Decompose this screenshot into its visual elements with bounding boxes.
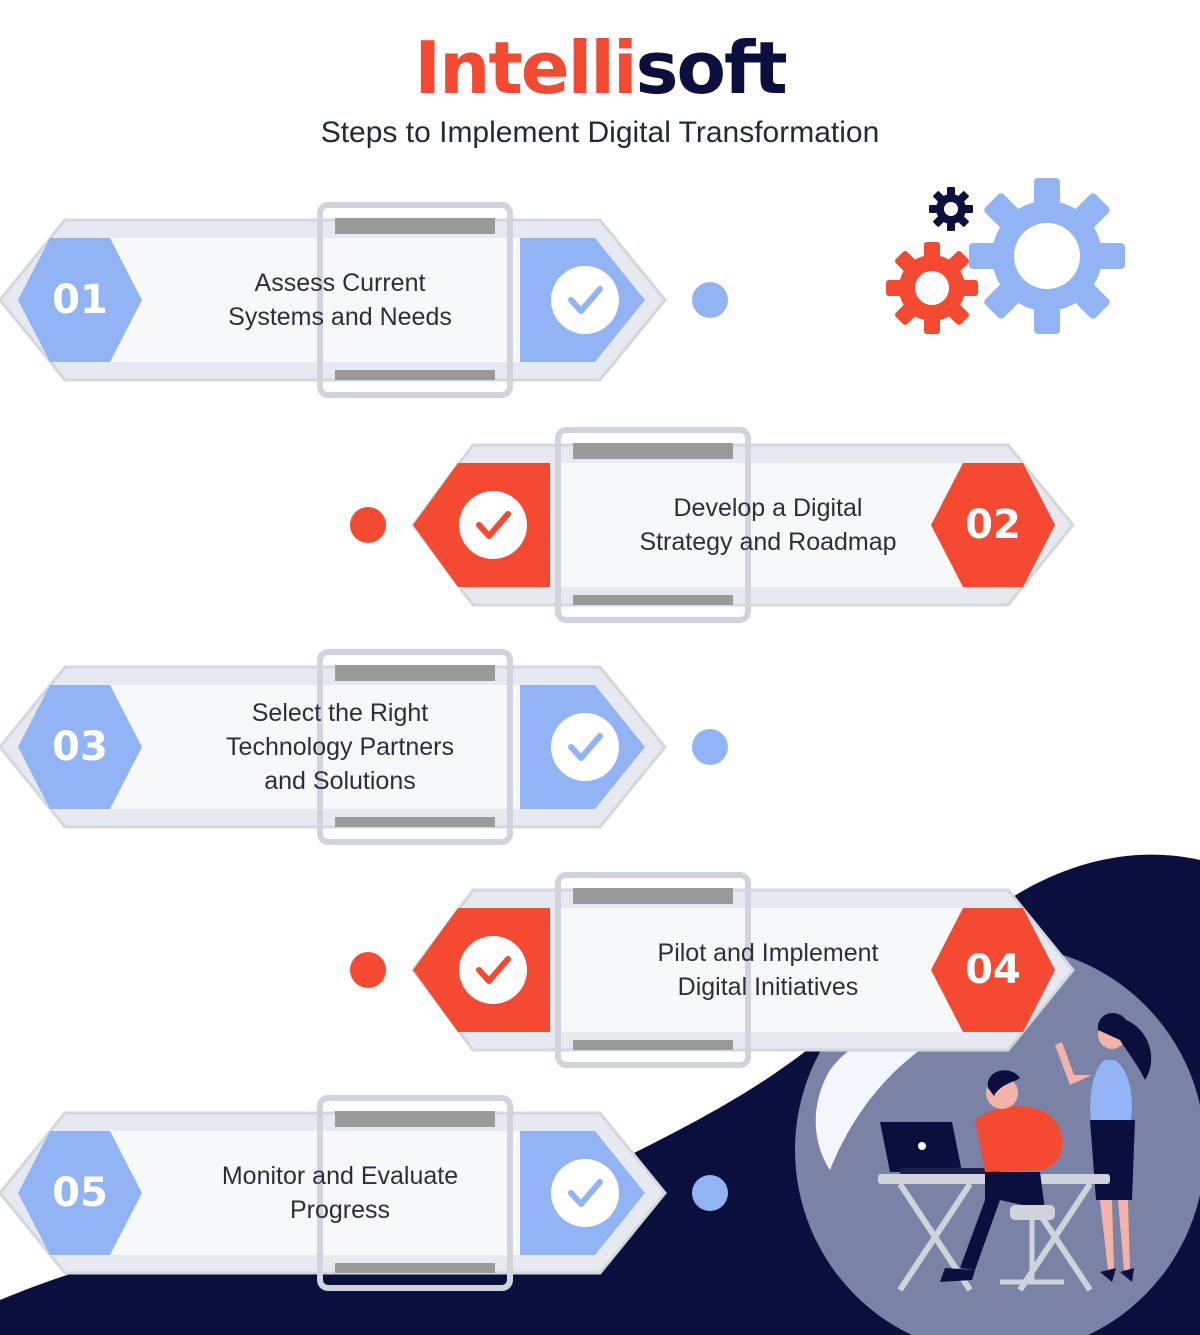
checkmark-icon bbox=[459, 936, 527, 1004]
checkmark-icon bbox=[551, 713, 619, 781]
step-number: 05 bbox=[52, 1170, 108, 1216]
step-label-line: and Solutions bbox=[264, 767, 416, 795]
step-label-line: Assess Current bbox=[254, 269, 426, 297]
step-number-badge-2 bbox=[931, 463, 1055, 587]
step-label-line: Digital Initiatives bbox=[677, 973, 859, 1001]
connector-dot bbox=[350, 952, 386, 988]
step-label-line: Develop a Digital bbox=[673, 494, 863, 522]
step-number: 03 bbox=[52, 724, 108, 770]
checkmark-icon bbox=[551, 1159, 619, 1227]
logo-part-intelli: Intelli bbox=[414, 26, 637, 110]
step-number-badge-5 bbox=[18, 1131, 142, 1255]
step-card-1 bbox=[0, 202, 728, 398]
step-number-badge-3 bbox=[18, 685, 142, 809]
connector-dot bbox=[692, 1175, 728, 1211]
step-card-4 bbox=[350, 872, 1075, 1068]
gear-icon bbox=[886, 242, 978, 334]
step-number-badge-1 bbox=[18, 238, 142, 362]
checkmark-icon bbox=[459, 491, 527, 559]
step-label-line: Systems and Needs bbox=[228, 303, 452, 331]
step-card-5 bbox=[0, 1095, 728, 1291]
connector-dot bbox=[692, 729, 728, 765]
connector-dot bbox=[692, 282, 728, 318]
step-label-line: Progress bbox=[289, 1196, 391, 1224]
step-card-2 bbox=[350, 427, 1075, 623]
step-label-line: Pilot and Implement bbox=[657, 939, 879, 967]
step-label-line: Select the Right bbox=[251, 699, 429, 727]
step-label-line: Monitor and Evaluate bbox=[221, 1162, 459, 1190]
step-number-badge-4 bbox=[931, 908, 1055, 1032]
gear-icon bbox=[969, 178, 1125, 334]
step-card-3 bbox=[0, 649, 728, 845]
step-label-line: Strategy and Roadmap bbox=[639, 528, 897, 556]
logo-part-soft: soft bbox=[635, 26, 788, 110]
step-number: 02 bbox=[965, 502, 1021, 548]
step-number: 01 bbox=[52, 277, 108, 323]
people-at-desk-illustration bbox=[878, 1013, 1152, 1292]
step-label-line: Technology Partners bbox=[226, 733, 454, 761]
page-title: Steps to Implement Digital Transformatio… bbox=[320, 116, 880, 149]
gear-icon bbox=[929, 187, 973, 231]
step-number: 04 bbox=[965, 947, 1021, 993]
checkmark-icon bbox=[551, 266, 619, 334]
logo: Intellisoft bbox=[0, 28, 1200, 108]
connector-dot bbox=[350, 507, 386, 543]
